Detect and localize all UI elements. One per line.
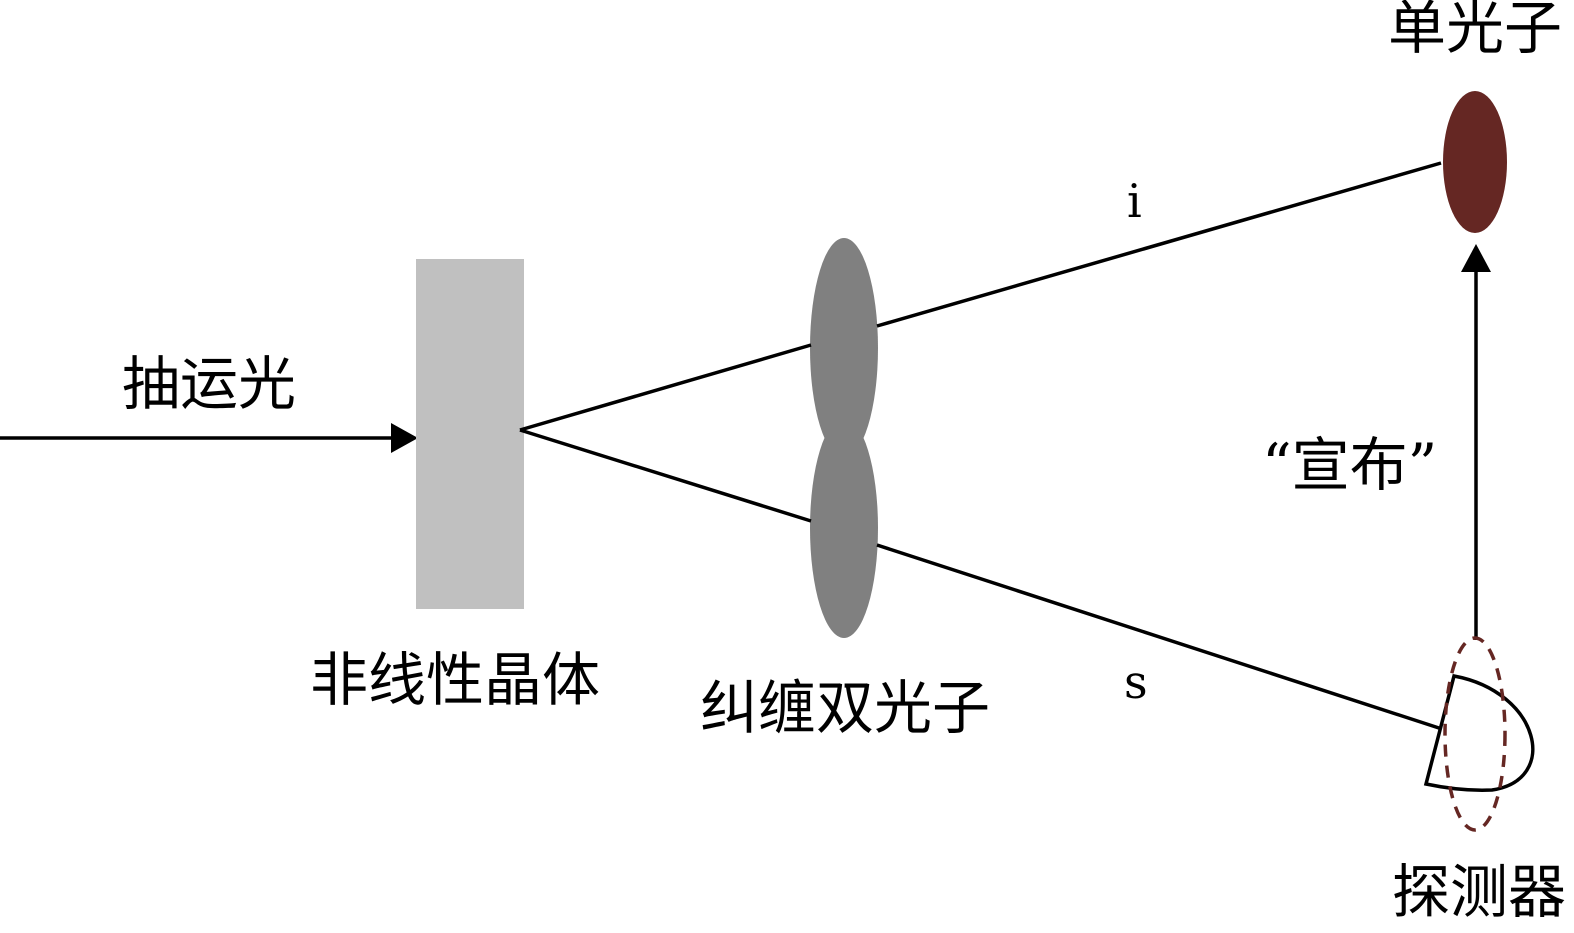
crystal-label: 非线性晶体 — [310, 646, 600, 714]
entangled-photon-lobe-lower — [810, 418, 878, 638]
beam-s-label: s — [1124, 655, 1148, 709]
detector-dashed-outline — [1443, 636, 1507, 832]
signal-beam-continued — [876, 543, 1443, 731]
pump-arrowhead-icon — [391, 423, 418, 453]
beam-i-label: i — [1127, 174, 1142, 228]
single-photon-label: 单光子 — [1388, 0, 1562, 62]
signal-beam — [519, 428, 812, 523]
pump-label: 抽运光 — [122, 350, 296, 418]
entangled-photon-lobe-upper — [810, 238, 878, 458]
herald-arrowhead-icon — [1461, 244, 1491, 272]
announce-label: “宣布” — [1262, 431, 1437, 499]
entangled-pair-label: 纠缠双光子 — [700, 674, 990, 742]
idler-beam — [519, 343, 812, 432]
single-photon — [1443, 91, 1507, 233]
nonlinear-crystal — [416, 259, 524, 609]
detector-icon — [1423, 673, 1535, 792]
idler-beam-continued — [876, 161, 1442, 328]
detector-label: 探测器 — [1392, 858, 1566, 926]
